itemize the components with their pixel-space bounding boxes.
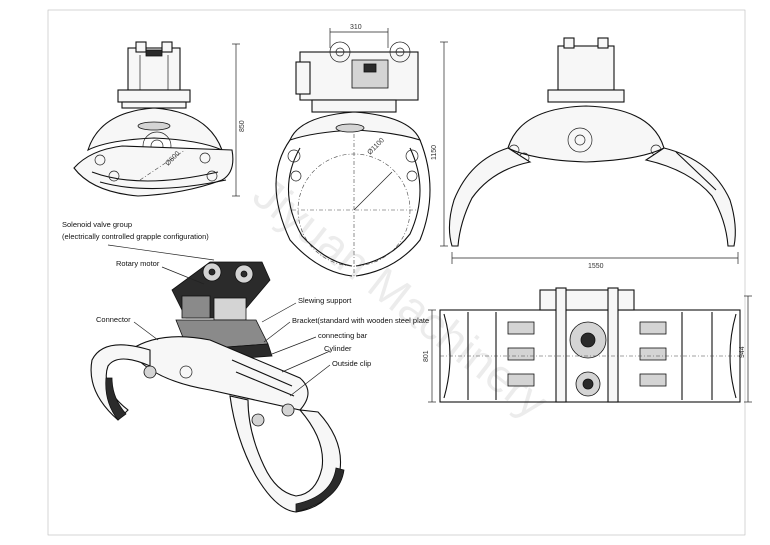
- side-view-drawing: [275, 28, 431, 278]
- callout-solenoid-configuration: (electrically controlled grapple configu…: [62, 232, 209, 241]
- callout-solenoid-valve-group: Solenoid valve group: [62, 220, 132, 229]
- side-diameter-dimension: Ø1100: [366, 137, 386, 157]
- isometric-view-drawing: [90, 261, 345, 513]
- front-view-drawing: [73, 41, 240, 197]
- drawing-border: [47, 9, 746, 536]
- top-depth-right-dimension: 944: [739, 346, 746, 358]
- callout-rotary-motor: Rotary motor: [116, 259, 160, 268]
- callout-connecting-bar: connecting bar: [318, 331, 368, 340]
- callout-bracket: Bracket(standard with wooden steel plate: [292, 316, 429, 325]
- callout-slewing-support: Slewing support: [298, 296, 352, 305]
- callout-leaders: [107, 244, 331, 397]
- open-height-dimension: 1150: [431, 145, 438, 160]
- callout-connector: Connector: [96, 315, 131, 324]
- front-height-dimension: 850: [239, 120, 246, 132]
- top-depth-left-dimension: 801: [423, 350, 430, 362]
- open-view-drawing: [440, 37, 739, 264]
- top-view-drawing: [428, 287, 752, 403]
- callout-outside-clip: Outside clip: [332, 359, 371, 368]
- callout-cylinder: Cylinder: [324, 344, 352, 353]
- open-width-dimension: 1550: [588, 263, 604, 270]
- side-width-dimension: 310: [350, 24, 362, 31]
